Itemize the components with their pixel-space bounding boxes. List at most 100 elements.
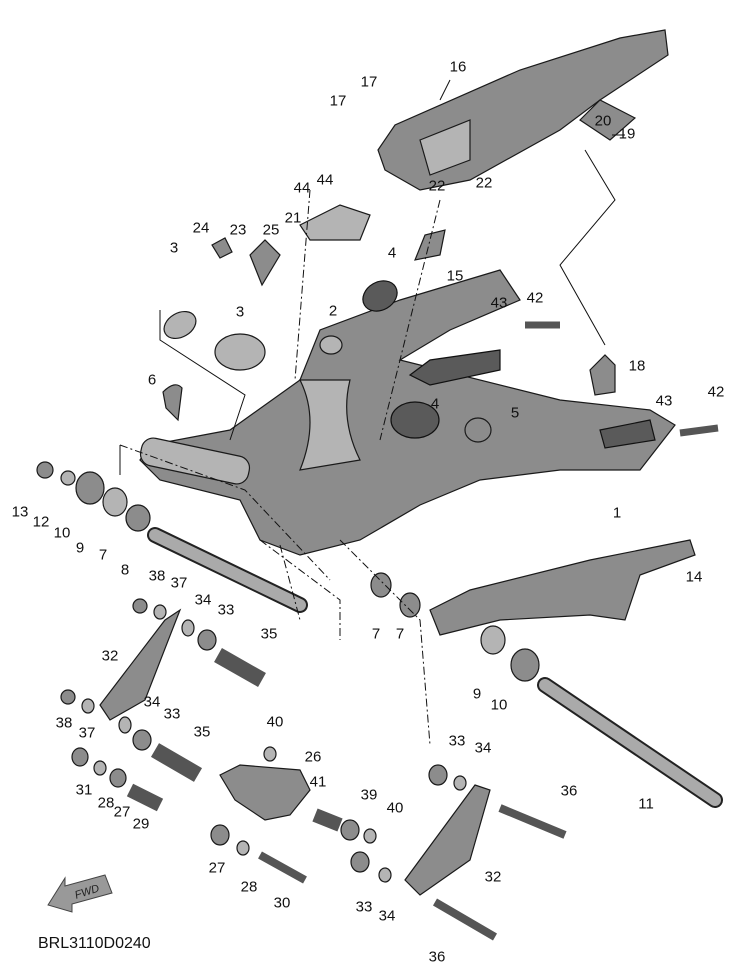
callout-number: 14 (685, 568, 703, 586)
callout-number: 35 (193, 723, 211, 741)
callout-number: 17 (360, 73, 378, 91)
callout-number: 3 (235, 303, 245, 321)
chain-guard-face (419, 119, 471, 176)
bearing-33c (428, 764, 448, 786)
callout-number: 19 (618, 125, 636, 143)
bolt-30 (258, 851, 307, 884)
callout-number: 37 (78, 724, 96, 742)
callout-number: 36 (560, 782, 578, 800)
callout-number: 23 (229, 221, 247, 239)
callout-number: 10 (490, 696, 508, 714)
leader-lines (119, 79, 625, 746)
callout-number: 42 (707, 383, 725, 401)
plug-4 (362, 280, 398, 312)
callout-number: 36 (428, 948, 446, 966)
bearing-27 (109, 768, 127, 788)
washer-34b (118, 716, 132, 734)
callout-number: 28 (97, 794, 115, 812)
plug-3 (163, 310, 197, 340)
callout-number: 43 (490, 294, 508, 312)
bracket-15 (414, 229, 446, 261)
callout-number: 3 (169, 239, 179, 257)
pivot-tube (139, 437, 251, 485)
callout-number: 44 (293, 179, 311, 197)
collar-35b (150, 743, 203, 782)
callout-number: 9 (472, 685, 482, 703)
callout-number: 34 (194, 591, 212, 609)
connecting-rod-32b (404, 784, 491, 896)
swingarm-slot (408, 349, 501, 386)
callout-number: 4 (430, 395, 440, 413)
callout-number: 33 (217, 601, 235, 619)
callout-number: 32 (484, 868, 502, 886)
washer-37 (153, 604, 167, 620)
callout-number: 6 (147, 371, 157, 389)
callout-number: 11 (638, 795, 654, 813)
washer-37b (81, 698, 95, 714)
hose-holder-21 (299, 204, 371, 241)
collar-35 (214, 648, 266, 687)
callout-number: 17 (329, 92, 347, 110)
callout-number: 22 (428, 177, 446, 195)
callout-number: 40 (266, 713, 284, 731)
plug-4b (390, 401, 440, 439)
callout-number: 9 (75, 539, 85, 557)
callout-number: 16 (449, 58, 467, 76)
relay-arm-26 (219, 764, 311, 821)
callout-number: 5 (510, 404, 520, 422)
callout-number: 18 (628, 357, 646, 375)
bearing-27b (210, 824, 230, 846)
callout-number: 39 (360, 786, 378, 804)
washer-34 (181, 619, 195, 637)
holder-23 (249, 239, 281, 287)
collar-13 (36, 461, 54, 479)
callout-number: 15 (446, 267, 464, 285)
callout-number: 21 (284, 209, 302, 227)
bearing-7b (370, 572, 392, 598)
seal-12 (60, 470, 76, 486)
callout-number: 7 (98, 546, 108, 564)
callout-number: 42 (526, 289, 544, 307)
callout-number: 7 (395, 625, 405, 643)
washer-5 (464, 417, 492, 443)
callout-number: 27 (208, 859, 226, 877)
stand-bracket-18 (589, 354, 616, 396)
callout-number: 27 (113, 803, 131, 821)
fwd-arrow-icon: FWD (47, 874, 113, 913)
bearing-39 (340, 819, 360, 841)
chain-slider (162, 384, 183, 422)
callout-number: 32 (101, 647, 119, 665)
callout-number: 33 (448, 732, 466, 750)
callout-number: 12 (32, 513, 50, 531)
callout-number: 30 (273, 894, 291, 912)
seal-10 (75, 471, 105, 505)
callout-number: 40 (386, 799, 404, 817)
bolt-36b (432, 898, 498, 941)
callout-number: 31 (75, 781, 93, 799)
callout-number: 43 (655, 392, 673, 410)
callout-number: 29 (132, 815, 150, 833)
connecting-rod-32 (99, 608, 182, 721)
bolt-36 (498, 804, 567, 839)
washer-28b (236, 840, 250, 856)
bearing-33b (132, 729, 152, 751)
collar-41 (312, 808, 343, 832)
callout-number: 38 (55, 714, 73, 732)
callout-number: 33 (163, 705, 181, 723)
callout-number: 24 (192, 219, 210, 237)
bolt-42b (679, 424, 719, 437)
seal-10b (510, 648, 540, 682)
washer-40 (263, 746, 277, 762)
collar-29 (126, 783, 164, 812)
callout-number: 7 (371, 625, 381, 643)
reinforcement-arm (429, 539, 696, 636)
chain-guard (377, 29, 669, 191)
callout-number: 10 (53, 524, 71, 542)
ring-9b (480, 625, 506, 655)
callout-number: 38 (148, 567, 166, 585)
washer-28 (93, 760, 107, 776)
callout-number: 41 (309, 773, 327, 791)
callout-number: 20 (594, 112, 612, 130)
nut-38b (60, 689, 76, 705)
axle-slot (599, 419, 656, 449)
